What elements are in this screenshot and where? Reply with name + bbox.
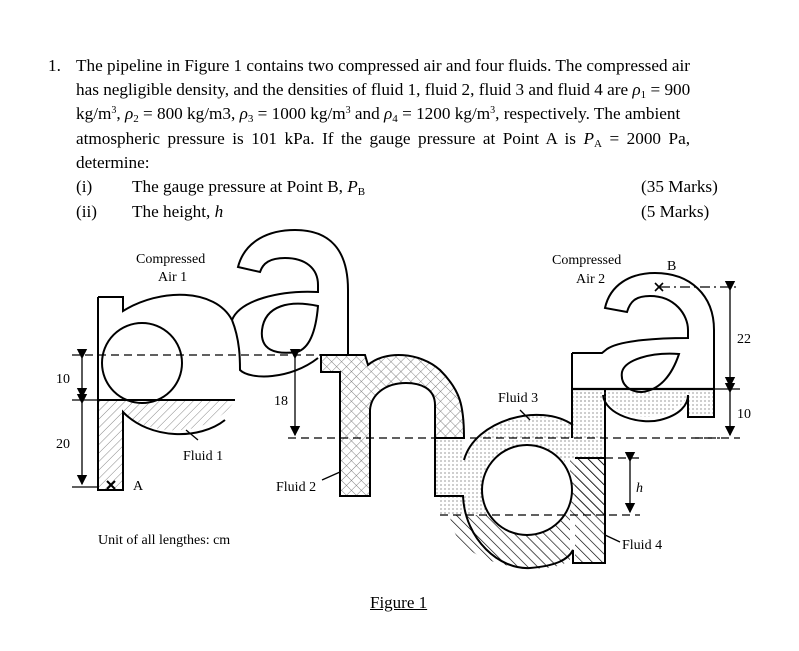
figure-caption: Figure 1 [370,593,428,612]
part-ii-text: The height, h [132,202,224,221]
label-fluid3: Fluid 3 [498,391,538,406]
question-line-3: kg/m3, ρ2 = 800 kg/m3, ρ3 = 1000 kg/m3 a… [76,104,681,126]
question-line-2: has negligible density, and the densitie… [76,80,691,102]
part-i-label: (i) [76,177,93,196]
pipe-segment-p [97,293,235,491]
part-ii-marks: (5 Marks) [641,202,710,221]
dim-10-right: 10 [737,407,751,422]
pipe-segment-o [434,388,606,570]
part-i-text: The gauge pressure at Point B, PB [132,177,366,198]
label-air2-line2: Air 2 [576,272,605,287]
label-fluid1: Fluid 1 [183,449,223,464]
question-number: 1. [48,56,61,75]
label-point-b: B [667,259,676,274]
point-b-marker [654,282,664,292]
question-text: The pipeline in Figure 1 contains two co… [76,54,760,175]
question-line-1: The pipeline in Figure 1 contains two co… [76,56,690,75]
dimension-lines [72,280,740,543]
label-fluid2: Fluid 2 [276,480,316,495]
dim-10-left: 10 [56,372,70,387]
dim-20-left: 20 [56,437,70,452]
label-air1-line2: Air 1 [158,270,187,285]
label-point-a: A [133,479,144,494]
label-air1-line1: Compressed [136,252,205,267]
dim-18: 18 [274,394,288,409]
question-line-4: atmospheric pressure is 101 kPa. If the … [76,128,690,150]
point-a-marker [106,480,116,490]
part-ii-label: (ii) [76,202,97,221]
question-line-5: determine: [76,152,150,172]
pipe-segment-a-right [571,271,715,438]
unit-note: Unit of all lengthes: cm [98,533,230,548]
dim-22: 22 [737,332,751,347]
part-i-marks: (35 Marks) [641,177,718,196]
label-fluid4: Fluid 4 [622,538,662,553]
label-h: h [636,481,643,496]
label-air2-line1: Compressed [552,253,621,268]
